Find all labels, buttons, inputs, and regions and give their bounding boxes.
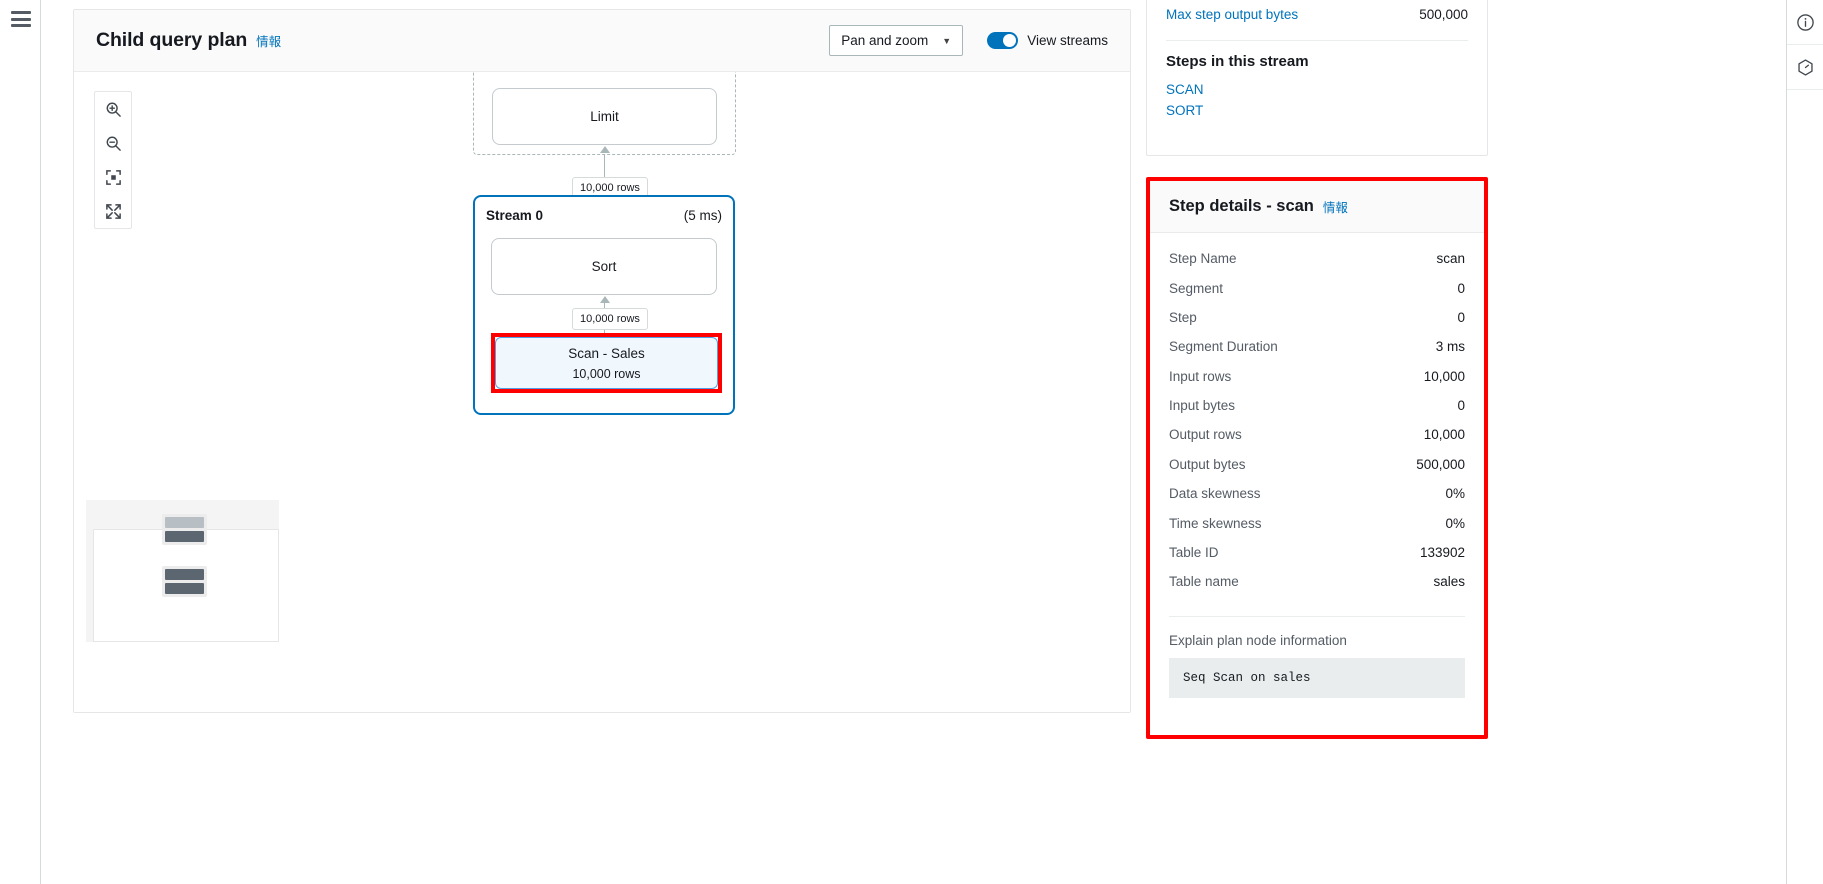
hamburger-menu-icon[interactable] [11,11,31,27]
explain-plan-heading: Explain plan node information [1169,632,1347,648]
step-link-scan[interactable]: SCAN [1166,82,1204,97]
zoom-in-icon[interactable] [95,92,131,126]
detail-value: 0 [1457,309,1465,325]
detail-key: Step [1169,309,1197,325]
detail-key: Input bytes [1169,398,1236,414]
node-label: Scan - Sales [568,345,645,361]
minimap-node [165,517,204,528]
detail-row: Table name sales [1169,567,1465,596]
detail-row: Data skewness 0% [1169,479,1465,508]
detail-row: Step 0 [1169,303,1465,332]
detail-row: Table ID 133902 [1169,538,1465,567]
metric-value: 500,000 [1419,7,1468,22]
edge-label-rows: 10,000 rows [572,308,648,330]
detail-key: Table ID [1169,544,1219,560]
node-label: Sort [591,259,617,274]
detail-row: Output rows 10,000 [1169,420,1465,449]
detail-value: sales [1433,574,1465,590]
graph-node-sort[interactable]: Sort [491,238,717,295]
stream-summary-panel: Max step output bytes 500,000 Steps in t… [1146,0,1488,156]
right-utility-rail [1786,0,1823,884]
plan-card-header: Child query plan 情報 Pan and zoom ▼ View s… [74,10,1130,72]
graph-node-scan-sales[interactable]: Scan - Sales 10,000 rows [495,337,718,389]
scan-node-highlight [491,333,722,393]
step-link-sort[interactable]: SORT [1166,103,1204,118]
node-rows: 10,000 rows [572,366,641,381]
detail-value: 3 ms [1435,339,1465,355]
fullscreen-icon[interactable] [95,194,131,228]
metric-row-max-step-output-bytes: Max step output bytes 500,000 [1166,1,1468,28]
explain-plan-code: Seq Scan on sales [1169,657,1465,698]
detail-value: 10,000 [1423,368,1465,384]
pan-and-zoom-select[interactable]: Pan and zoom ▼ [829,25,964,56]
view-streams-toggle[interactable]: View streams [987,32,1108,49]
detail-value: 10,000 [1423,427,1465,443]
detail-row: Input rows 10,000 [1169,362,1465,391]
detail-row: Output bytes 500,000 [1169,450,1465,479]
detail-value: 0 [1457,280,1465,296]
detail-value: 0 [1457,398,1465,414]
detail-row: Step Name scan [1169,244,1465,273]
metric-label[interactable]: Max step output bytes [1166,7,1299,22]
toggle-switch[interactable] [987,32,1019,49]
zoom-out-icon[interactable] [95,126,131,160]
edge-line [604,155,605,195]
step-details-panel: Step details - scan 情報 Step Name scan Se… [1146,177,1488,739]
detail-row: Segment Duration 3 ms [1169,332,1465,361]
plan-title-text: Child query plan [96,29,248,51]
edge-label-rows: 10,000 rows [572,177,648,199]
minimap-node-group [162,566,207,597]
minimap-node [165,569,204,580]
fit-to-view-icon[interactable] [95,160,131,194]
graph-minimap[interactable] [86,500,279,642]
detail-key: Output bytes [1169,456,1246,472]
detail-value: 0% [1445,486,1465,502]
stream-title: Stream 0 [486,208,544,223]
minimap-node [165,531,204,542]
step-details-title: Step details - scan [1169,197,1314,215]
plan-graph-canvas[interactable]: Limit 10,000 rows Stream 0 (5 ms) Sort 1… [74,72,1130,712]
step-details-info-link[interactable]: 情報 [1322,201,1348,215]
view-streams-label: View streams [1027,33,1108,48]
detail-key: Table name [1169,574,1239,590]
detail-key: Data skewness [1169,486,1261,502]
detail-key: Step Name [1169,251,1237,267]
info-link[interactable]: 情報 [256,35,281,49]
minimap-node [165,583,204,594]
edge-arrow-icon [599,146,610,153]
detail-value: 0% [1445,515,1465,531]
detail-key: Segment Duration [1169,339,1278,355]
detail-key: Output rows [1169,427,1242,443]
node-label: Limit [590,109,619,124]
left-nav-rail [0,0,41,884]
detail-row: Input bytes 0 [1169,391,1465,420]
settings-hex-icon[interactable] [1787,45,1823,90]
steps-section-title: Steps in this stream [1166,53,1309,70]
step-details-header: Step details - scan 情報 [1150,181,1484,233]
detail-row: Segment 0 [1169,273,1465,302]
parent-group-container [473,72,736,155]
pan-and-zoom-select-value: Pan and zoom [841,33,929,48]
detail-value: scan [1436,251,1465,267]
detail-value: 133902 [1419,544,1465,560]
panel-divider [1169,615,1465,617]
page-title: Child query plan 情報 [96,29,281,52]
detail-key: Time skewness [1169,515,1262,531]
edge-arrow-icon [599,296,610,303]
zoom-controls [94,91,132,229]
detail-key: Segment [1169,280,1224,296]
step-details-body: Step Name scan Segment 0 Step 0 Segment … [1150,233,1484,698]
info-circle-icon[interactable] [1787,0,1823,45]
stream-duration: (5 ms) [683,208,722,223]
chevron-down-icon: ▼ [942,35,952,46]
graph-node-limit[interactable]: Limit [492,88,717,145]
child-query-plan-card: Child query plan 情報 Pan and zoom ▼ View s… [73,9,1131,713]
detail-key: Input rows [1169,368,1232,384]
detail-row: Time skewness 0% [1169,508,1465,537]
detail-value: 500,000 [1416,456,1465,472]
minimap-node-group [162,514,207,545]
plan-header-controls: Pan and zoom ▼ View streams [829,25,1108,56]
panel-divider [1166,40,1468,41]
